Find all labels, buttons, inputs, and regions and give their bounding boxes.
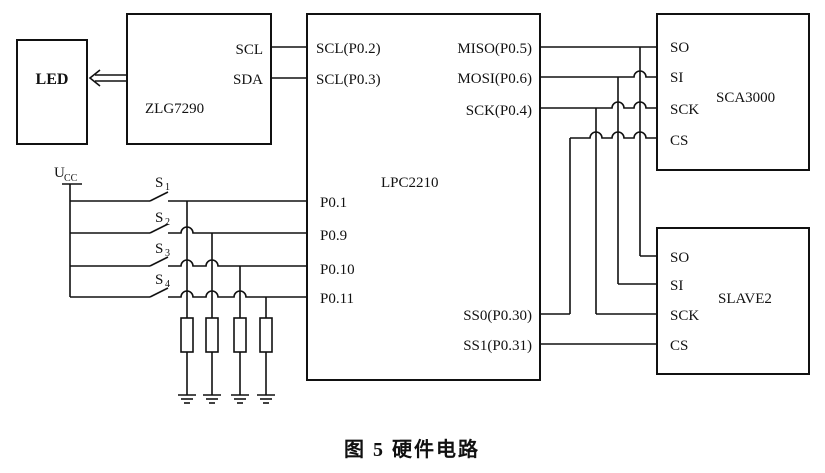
ground-icon-1 [177, 394, 197, 404]
switch-sub-s1: 1 [165, 182, 170, 193]
vcc-label: U [54, 165, 65, 181]
mcu-pin-miso: MISO(P0.5) [457, 41, 532, 57]
vcc-symbol [62, 183, 82, 297]
sca-pin-sck: SCK [670, 102, 699, 118]
ground-icon-3 [230, 394, 250, 404]
switch-wiring [70, 191, 307, 318]
slave-pin-sck: SCK [670, 308, 699, 324]
zlg7290-label: ZLG7290 [145, 101, 204, 117]
pulldown-resistors [180, 317, 273, 395]
switch-sub-s4: 4 [165, 279, 170, 290]
lpc2210-label: LPC2210 [381, 175, 439, 191]
figure-caption: 图 5 硬件电路 [344, 437, 480, 461]
sca3000-label: SCA3000 [716, 90, 775, 106]
slave2-block [656, 227, 810, 375]
sca-pin-so: SO [670, 40, 689, 56]
switch-label-s2: S [155, 210, 163, 226]
led-block [16, 39, 88, 145]
switch-sub-s3: 3 [165, 248, 170, 259]
spi-bus-wires [540, 46, 657, 345]
switch-label-s3: S [155, 241, 163, 257]
slave-pin-so: SO [670, 250, 689, 266]
resistor-2 [205, 317, 219, 353]
resistor-4 [259, 317, 273, 353]
mcu-pin-p09: P0.9 [320, 228, 347, 244]
ground-icon-4 [256, 394, 276, 404]
mcu-pin-mosi: MOSI(P0.6) [457, 71, 532, 87]
switch-label-s1: S [155, 175, 163, 191]
resistor-1 [180, 317, 194, 353]
led-label: LED [36, 71, 69, 88]
mcu-pin-ss1: SS1(P0.31) [463, 338, 532, 354]
mcu-pin-ss0: SS0(P0.30) [463, 308, 532, 324]
mcu-pin-scl-p02: SCL(P0.2) [316, 41, 381, 57]
ground-icon-2 [202, 394, 222, 404]
mcu-pin-scl-p03: SCL(P0.3) [316, 72, 381, 88]
led-arrow [88, 69, 127, 87]
mcu-pin-p010: P0.10 [320, 262, 355, 278]
sca3000-block [656, 13, 810, 171]
slave2-label: SLAVE2 [718, 291, 772, 307]
slave-pin-cs: CS [670, 338, 688, 354]
mcu-pin-sck: SCK(P0.4) [466, 103, 532, 119]
zlg7290-block [126, 13, 272, 145]
zlg-scl-pin: SCL [235, 42, 263, 58]
mcu-pin-p01: P0.1 [320, 195, 347, 211]
slave-pin-si: SI [670, 278, 683, 294]
ground-symbols [177, 394, 276, 404]
switch-sub-s2: 2 [165, 217, 170, 228]
sca-pin-cs: CS [670, 133, 688, 149]
zlg-sda-pin: SDA [233, 72, 263, 88]
vcc-sub-label: CC [64, 173, 78, 184]
lpc2210-block [306, 13, 541, 381]
resistor-3 [233, 317, 247, 353]
switch-label-s4: S [155, 272, 163, 288]
sca-pin-si: SI [670, 70, 683, 86]
mcu-pin-p011: P0.11 [320, 291, 354, 307]
